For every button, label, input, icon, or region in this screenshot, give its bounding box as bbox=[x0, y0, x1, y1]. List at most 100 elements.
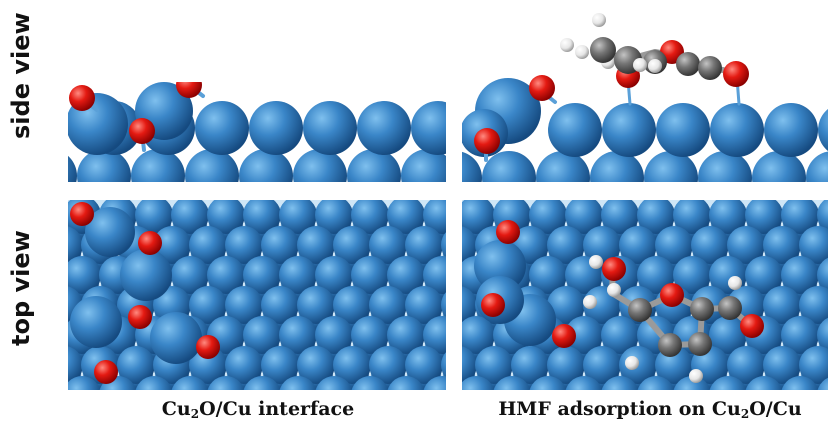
copper-atom bbox=[369, 286, 407, 324]
copper-atom bbox=[565, 376, 603, 390]
copper-atom bbox=[493, 376, 531, 390]
copper-atom bbox=[297, 286, 335, 324]
side-view-right-panel bbox=[462, 75, 828, 182]
copper-atom bbox=[817, 377, 828, 390]
copper-atom bbox=[655, 226, 693, 264]
copper-atom bbox=[745, 256, 783, 294]
carbon-atom bbox=[688, 332, 712, 356]
copper-atom bbox=[601, 376, 639, 390]
copper-atom bbox=[279, 200, 317, 234]
copper-atom bbox=[474, 240, 526, 292]
copper-atom bbox=[243, 376, 281, 390]
hydrogen-atom bbox=[728, 276, 742, 290]
copper-atom bbox=[673, 200, 711, 234]
copper-atom bbox=[189, 286, 227, 324]
copper-atom bbox=[239, 149, 293, 182]
hydrogen-atom bbox=[625, 356, 639, 370]
copper-atom bbox=[601, 200, 639, 234]
copper-atom bbox=[225, 226, 263, 264]
copper-atom bbox=[357, 101, 411, 155]
copper-atom bbox=[529, 200, 567, 234]
copper-atom bbox=[150, 312, 202, 364]
copper-atom bbox=[279, 316, 317, 354]
copper-atom-subsurface bbox=[29, 386, 63, 420]
copper-atom bbox=[763, 286, 801, 324]
oxygen-atom bbox=[723, 61, 749, 87]
copper-atom bbox=[441, 292, 446, 318]
copper-atom bbox=[619, 226, 657, 264]
copper-atom bbox=[68, 155, 77, 182]
copper-atom bbox=[70, 296, 122, 348]
top-view-left-atoms bbox=[9, 200, 446, 420]
oxygen-atom bbox=[94, 360, 118, 384]
copper-atom bbox=[511, 346, 549, 384]
oxygen-atom bbox=[602, 257, 626, 281]
copper-atom bbox=[462, 226, 477, 264]
copper-atom bbox=[351, 316, 389, 354]
top-view-right-atoms bbox=[462, 200, 828, 390]
copper-atom bbox=[333, 226, 371, 264]
copper-atom-subsurface bbox=[107, 386, 129, 390]
copper-atom bbox=[763, 226, 801, 264]
copper-atom bbox=[637, 376, 675, 390]
copper-atom bbox=[315, 256, 353, 294]
oxygen-atom bbox=[529, 75, 555, 101]
oxygen-atom bbox=[70, 202, 94, 226]
carbon-atom bbox=[690, 297, 714, 321]
copper-atom bbox=[462, 346, 477, 384]
hydrogen-atom bbox=[592, 13, 606, 27]
copper-atom bbox=[709, 316, 747, 354]
copper-atom bbox=[817, 317, 828, 353]
copper-atom bbox=[27, 376, 65, 414]
copper-atom bbox=[369, 346, 407, 384]
copper-atom bbox=[441, 232, 446, 258]
hydrogen-atom bbox=[648, 59, 662, 73]
copper-atom bbox=[351, 376, 389, 390]
caption-left: Cu2O/Cu interface bbox=[161, 398, 355, 421]
copper-atom bbox=[462, 286, 477, 324]
copper-atom bbox=[401, 149, 446, 182]
copper-atom bbox=[462, 376, 495, 390]
copper-atom bbox=[548, 103, 602, 157]
copper-atom bbox=[347, 149, 401, 182]
copper-atom bbox=[207, 256, 245, 294]
copper-atom bbox=[243, 256, 281, 294]
oxygen-atom bbox=[176, 82, 202, 98]
copper-atom bbox=[135, 376, 173, 390]
copper-atom bbox=[423, 376, 446, 390]
copper-atom bbox=[117, 346, 155, 384]
copper-atom bbox=[536, 151, 590, 182]
copper-atom bbox=[225, 286, 263, 324]
copper-atom bbox=[590, 151, 644, 182]
copper-atom bbox=[423, 256, 446, 294]
copper-atom bbox=[351, 200, 389, 234]
copper-atom bbox=[781, 376, 819, 390]
copper-atom bbox=[709, 200, 747, 234]
copper-atom bbox=[333, 286, 371, 324]
copper-atom bbox=[601, 316, 639, 354]
copper-atom bbox=[583, 346, 621, 384]
oxygen-atom bbox=[196, 335, 220, 359]
copper-atom bbox=[602, 103, 656, 157]
oxygen-atom bbox=[660, 283, 684, 307]
carbon-atom bbox=[698, 56, 722, 80]
copper-atom bbox=[9, 346, 47, 384]
caption-right: HMF adsorption on Cu2O/Cu bbox=[498, 398, 802, 421]
copper-atom bbox=[423, 316, 446, 354]
copper-atom bbox=[405, 346, 443, 384]
copper-atom bbox=[261, 346, 299, 384]
copper-atom bbox=[565, 316, 603, 354]
copper-atom bbox=[405, 286, 443, 324]
copper-atom bbox=[656, 103, 710, 157]
hydrogen-atom bbox=[633, 58, 647, 72]
copper-atom bbox=[303, 101, 357, 155]
oxygen-atom bbox=[496, 220, 520, 244]
copper-atom bbox=[185, 149, 239, 182]
copper-atom bbox=[818, 109, 828, 151]
copper-atom bbox=[698, 151, 752, 182]
copper-atom bbox=[207, 200, 245, 234]
copper-atom bbox=[68, 256, 101, 294]
copper-atom bbox=[745, 200, 783, 234]
copper-atom bbox=[799, 286, 828, 324]
copper-atom bbox=[243, 316, 281, 354]
